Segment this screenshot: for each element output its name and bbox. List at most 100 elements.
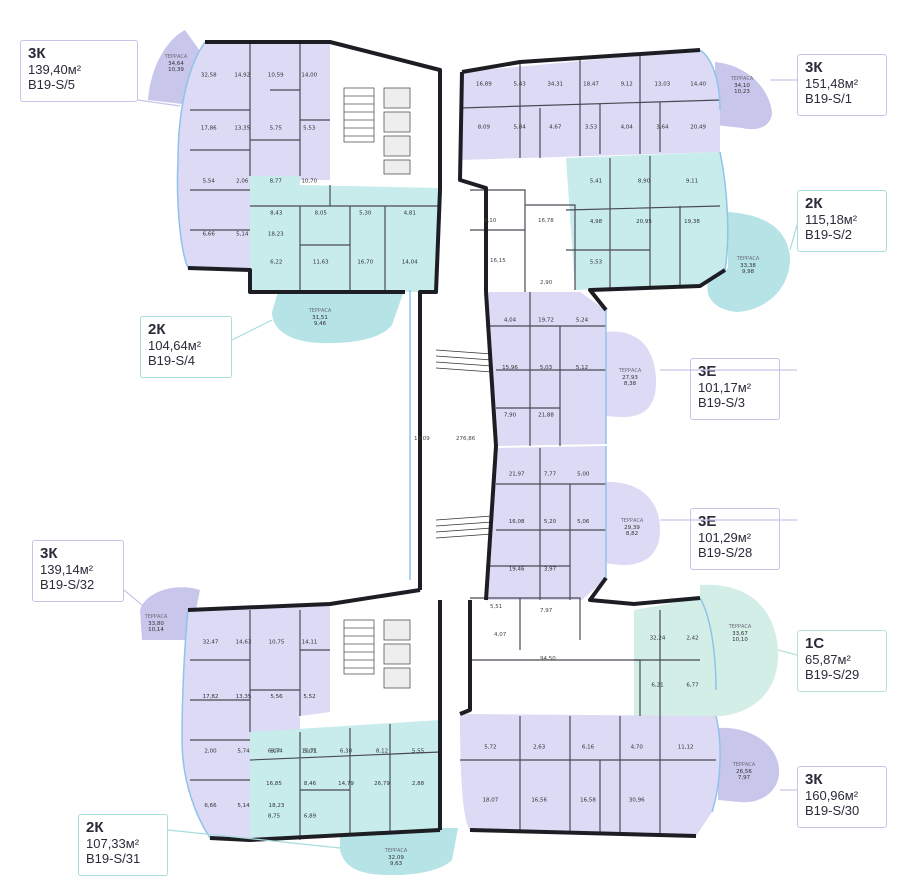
apartment-card-s31[interactable]: 2К 107,33м² B19-S/31 [78, 814, 168, 876]
terrace-label-label: ТЕРРАСА [736, 256, 760, 262]
room-area-label: 5,52 [303, 694, 315, 700]
room-area-label: 8,77 [270, 179, 283, 185]
room-area-label: 8,43 [270, 211, 283, 217]
corridor-area: 276,86 [456, 436, 476, 442]
room-area-label: 18,07 [483, 798, 499, 804]
room-area-label: 4,04 [621, 125, 634, 131]
apartment-type: 3К [805, 59, 823, 76]
room-area-label: 6,89 [304, 814, 317, 820]
apt-s32[interactable] [182, 604, 330, 840]
apartment-card-s30[interactable]: 3К 160,96м² B19-S/30 [797, 766, 887, 828]
room-area-label: 16,08 [509, 519, 525, 525]
room-area-label: 5,84 [513, 125, 526, 131]
core [330, 70, 430, 708]
apartment-card-s28[interactable]: 3Е 101,29м² B19-S/28 [690, 508, 780, 570]
apartment-card-s1[interactable]: 3К 151,48м² B19-S/1 [797, 54, 887, 116]
room-area-label: 4,81 [404, 211, 416, 217]
room-area-label: 10,71 [302, 748, 318, 754]
apartment-type: 3К [28, 45, 46, 62]
upper-room-d: 2,90 [540, 280, 553, 286]
apartment-area: 101,29м² [698, 530, 752, 545]
room-area-label: 21,97 [509, 472, 525, 478]
room-area-label: 4,70 [631, 745, 644, 751]
apartment-card-s4[interactable]: 2К 104,64м² B19-S/4 [140, 316, 232, 378]
room-area-label: 32,24 [650, 636, 666, 642]
apt-s31[interactable] [250, 720, 440, 840]
room-area-label: 10,75 [269, 639, 285, 645]
terrace-s29[interactable] [700, 584, 779, 716]
room-area-label: 4,04 [504, 318, 517, 324]
terrace-s3[interactable] [604, 331, 657, 418]
room-area-label: 9,11 [686, 178, 698, 184]
terrace-label-b: 10,14 [148, 627, 164, 633]
stair-lower [343, 619, 411, 689]
room-area-label: 5,14 [237, 803, 250, 809]
apt-s1[interactable] [460, 50, 720, 160]
terrace-label-b: 7,97 [738, 775, 751, 781]
room-area-label: 15,96 [502, 365, 518, 371]
terrace-s30[interactable] [718, 727, 780, 803]
room-area-label: 8,75 [268, 814, 281, 820]
room-area-label: 5,20 [544, 519, 557, 525]
apt-s30[interactable] [460, 714, 721, 836]
room-area-label: 2,00 [204, 748, 217, 754]
room-area-label: 5,12 [576, 365, 588, 371]
room-area-label: 13,03 [655, 82, 671, 88]
room-area-label: 30,96 [629, 798, 645, 804]
terrace-s1[interactable] [715, 62, 772, 130]
terrace-label-label: ТЕРРАСА [144, 614, 168, 620]
core-labels: 276,86 15,09 94,50 5,10 16,78 16,15 2,90… [414, 218, 556, 662]
room-area-label: 5,03 [540, 365, 553, 371]
apt-s2[interactable] [566, 152, 728, 290]
apartment-card-s32[interactable]: 3К 139,14м² B19-S/32 [32, 540, 124, 602]
apartment-card-s5[interactable]: 3К 139,40м² B19-S/5 [20, 40, 138, 102]
room-area-label: 16,70 [357, 260, 373, 266]
terrace-label-label: ТЕРРАСА [384, 848, 408, 854]
room-area-label: 8,09 [478, 125, 491, 131]
room-area-label: 14,79 [338, 781, 354, 787]
room-area-label: 3,64 [656, 125, 669, 131]
room-area-label: 14,11 [302, 639, 318, 645]
apt-s5[interactable] [177, 42, 330, 270]
room-area-label: 4,67 [549, 125, 562, 131]
room-area-label: 14,40 [690, 82, 706, 88]
room-area-label: 16,89 [476, 82, 492, 88]
apartment-code: B19-S/2 [805, 227, 852, 242]
apartment-type: 2К [148, 321, 166, 338]
terraces [140, 30, 790, 876]
room-area-label: 6,21 [651, 683, 663, 689]
terrace-s31[interactable] [340, 828, 458, 876]
apartment-area: 151,48м² [805, 76, 859, 91]
terrace-label-a: 34,64 [168, 61, 184, 67]
apartment-card-s2[interactable]: 2К 115,18м² B19-S/2 [797, 190, 887, 252]
room-area-label: 19,46 [509, 566, 525, 572]
terrace-s32[interactable] [140, 587, 200, 640]
room-area-label: 20,95 [636, 219, 652, 225]
apartment-area: 107,33м² [86, 836, 140, 851]
lobby-room-area: 15,09 [414, 436, 430, 442]
terrace-s28[interactable] [603, 481, 660, 566]
terrace-label-a: 32,09 [388, 855, 404, 861]
room-area-label: 5,72 [484, 745, 496, 751]
apartment-area: 160,96м² [805, 788, 859, 803]
room-area-label: 5,53 [590, 260, 603, 266]
apartment-card-s29[interactable]: 1С 65,87м² B19-S/29 [797, 630, 887, 692]
apt-s29[interactable] [634, 598, 716, 716]
apartment-type: 3К [805, 771, 823, 788]
room-area-label: 10,70 [301, 179, 317, 185]
upper-room-a: 5,10 [484, 218, 497, 224]
terrace-label-b: 10,10 [732, 637, 748, 643]
apt-s4[interactable] [250, 176, 440, 292]
room-area-label: 34,31 [547, 82, 563, 88]
apartment-card-s3[interactable]: 3Е 101,17м² B19-S/3 [690, 358, 780, 420]
room-area-label: 7,77 [544, 472, 557, 478]
apartment-code: B19-S/3 [698, 395, 745, 410]
room-area-label: 4,98 [590, 219, 603, 225]
terrace-s4[interactable] [272, 285, 406, 344]
room-area-label: 11,63 [313, 260, 329, 266]
room-area-label: 17,82 [203, 694, 219, 700]
room-area-label: 2,42 [686, 636, 698, 642]
terrace-label-b: 10,23 [734, 89, 750, 95]
apartment-area: 139,14м² [40, 562, 94, 577]
